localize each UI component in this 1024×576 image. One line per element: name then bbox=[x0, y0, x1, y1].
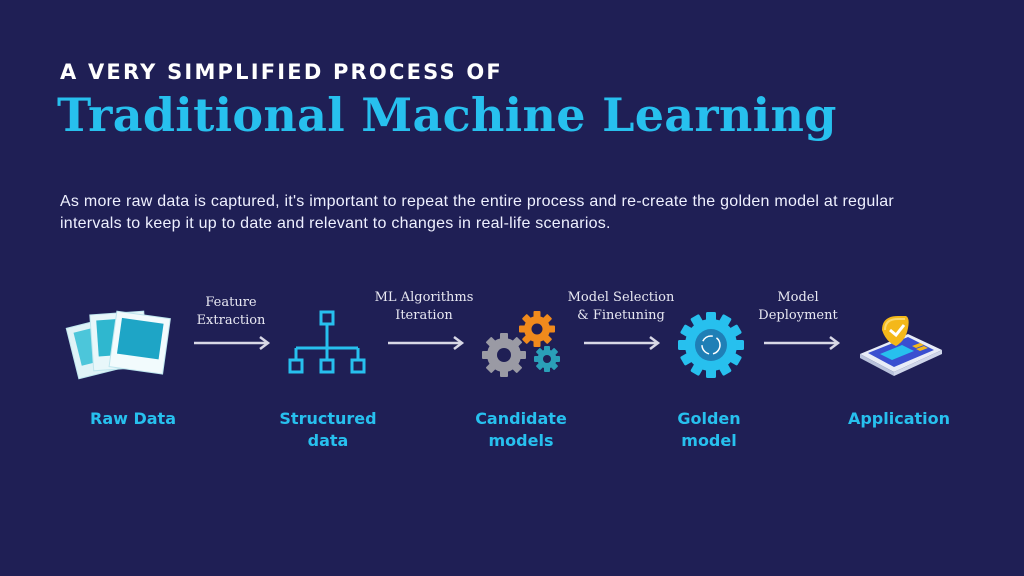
arrow-right-icon bbox=[764, 336, 841, 350]
step-label-line: model bbox=[681, 431, 737, 450]
step-label-structured-data: Structured data bbox=[253, 408, 403, 452]
step-label-line: models bbox=[488, 431, 554, 450]
phone-app-icon bbox=[860, 316, 942, 376]
description-text: As more raw data is captured, it's impor… bbox=[60, 193, 895, 232]
step-label-line: data bbox=[307, 431, 349, 450]
transition-label-line: ML Algorithms bbox=[374, 290, 474, 305]
transition-label-line: & Finetuning bbox=[577, 308, 665, 323]
gear-icon bbox=[678, 312, 744, 378]
hierarchy-icon bbox=[288, 310, 366, 374]
transition-label-model-deployment: Model Deployment bbox=[733, 289, 863, 325]
transition-label-model-selection: Model Selection & Finetuning bbox=[556, 289, 686, 325]
step-label-line: Golden bbox=[677, 409, 741, 428]
transition-label-line: Deployment bbox=[758, 308, 838, 323]
transition-label-line: Iteration bbox=[395, 308, 453, 323]
arrow-right-icon bbox=[194, 336, 271, 350]
step-label-line: Raw Data bbox=[90, 409, 176, 428]
arrow-right-icon bbox=[388, 336, 465, 350]
transition-label-line: Model bbox=[777, 290, 819, 305]
page-title: Traditional Machine Learning bbox=[57, 88, 837, 142]
photos-icon bbox=[65, 310, 171, 380]
transition-label-line: Feature bbox=[205, 295, 257, 310]
step-label-line: Application bbox=[847, 409, 951, 428]
step-label-golden-model: Golden model bbox=[634, 408, 784, 452]
step-label-candidate-models: Candidate models bbox=[446, 408, 596, 452]
transition-label-line: Extraction bbox=[196, 313, 266, 328]
step-label-line: Candidate bbox=[475, 409, 567, 428]
step-label-line: Structured bbox=[279, 409, 377, 428]
arrow-right-icon bbox=[584, 336, 661, 350]
transition-label-line: Model Selection bbox=[567, 290, 675, 305]
gears-icon bbox=[482, 311, 560, 377]
step-label-raw-data: Raw Data bbox=[58, 408, 208, 430]
step-label-application: Application bbox=[824, 408, 974, 430]
kicker-heading: A VERY SIMPLIFIED PROCESS OF bbox=[60, 60, 503, 84]
transition-label-feature-extraction: Feature Extraction bbox=[166, 294, 296, 330]
transition-label-ml-algorithms: ML Algorithms Iteration bbox=[359, 289, 489, 325]
